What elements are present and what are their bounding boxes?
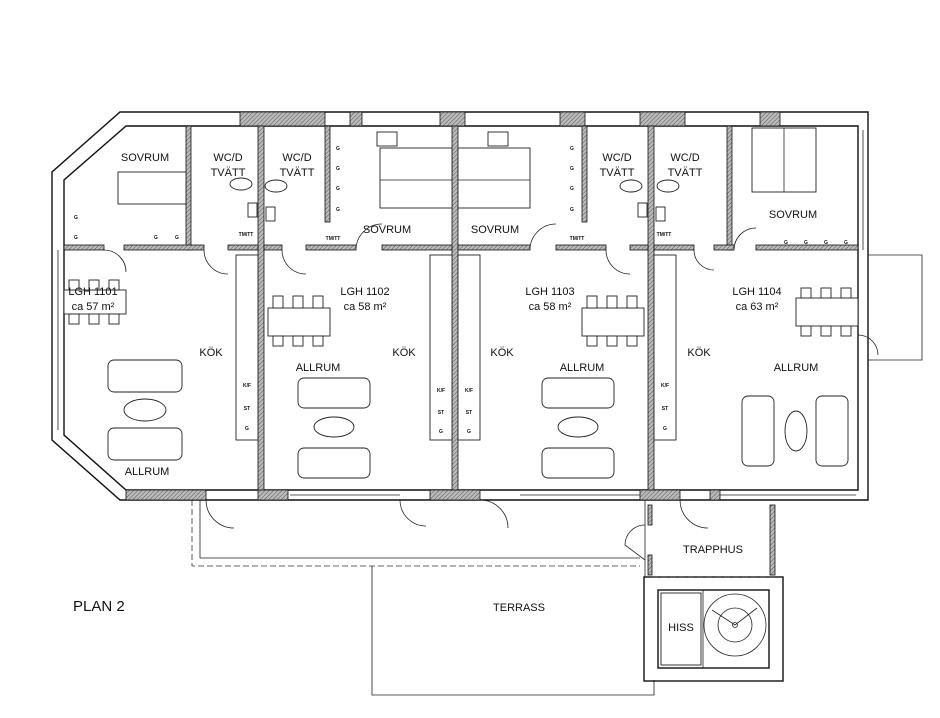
room-label-terrass: TERRASS (493, 602, 545, 614)
room-label-tvatt: TVÄTT (600, 167, 635, 179)
room-labels: SOVRUM WC/D TVÄTT WC/D TVÄTT SOVRUM SOVR… (68, 152, 818, 634)
room-label-kok: KÖK (392, 347, 416, 359)
room-label-wc: WC/D (213, 152, 242, 164)
appliance-g: G (175, 235, 179, 241)
appliance-g: G (336, 146, 340, 152)
appliance-st: ST (466, 410, 472, 416)
appliance-g: G (467, 429, 471, 435)
room-label-kok: KÖK (490, 347, 514, 359)
apartment-name: LGH 1101 (68, 286, 117, 298)
room-label-kok: KÖK (199, 347, 223, 359)
room-label-sovrum: SOVRUM (363, 224, 411, 236)
apartment-area: ca 58 m² (529, 301, 572, 313)
appliance-g: G (570, 207, 574, 213)
appliance-g: G (784, 240, 788, 246)
terrace-outline (191, 500, 655, 696)
appliance-g: G (336, 207, 340, 213)
room-label-allrum: ALLRUM (774, 362, 819, 374)
appliance-g: G (570, 186, 574, 192)
appliance-tmtt: TM/TT (657, 232, 672, 238)
room-label-kok: KÖK (687, 347, 711, 359)
room-label-allrum: ALLRUM (125, 466, 170, 478)
apartment-name: LGH 1102 (340, 286, 389, 298)
room-label-sovrum: SOVRUM (121, 152, 169, 164)
appliance-g: G (663, 426, 667, 432)
room-label-sovrum: SOVRUM (471, 224, 519, 236)
appliance-kf: K/F (437, 388, 445, 394)
appliance-g: G (824, 240, 828, 246)
room-label-wc: WC/D (670, 152, 699, 164)
apartment-area: ca 57 m² (72, 301, 115, 313)
appliance-g: G (336, 186, 340, 192)
stairwell (624, 500, 784, 682)
apartment-name: LGH 1103 (525, 286, 574, 298)
room-label-allrum: ALLRUM (560, 362, 605, 374)
apartment-area: ca 58 m² (344, 301, 387, 313)
appliance-kf: K/F (465, 388, 473, 394)
appliance-g: G (570, 146, 574, 152)
appliance-labels: G G G G G G G G G G G G G G G G TM/TT TM… (74, 146, 848, 435)
room-label-trapphus: TRAPPHUS (683, 544, 743, 556)
appliance-kf: K/F (243, 383, 251, 389)
appliance-g: G (844, 240, 848, 246)
apartment-area: ca 63 m² (736, 301, 779, 313)
appliance-g: G (154, 235, 158, 241)
appliance-g: G (74, 235, 78, 241)
room-label-tvatt: TVÄTT (668, 167, 703, 179)
appliance-tmtt: TM/TT (326, 236, 341, 242)
appliance-g: G (336, 166, 340, 172)
appliance-g: G (439, 429, 443, 435)
plan-title: PLAN 2 (73, 598, 125, 615)
room-label-allrum: ALLRUM (296, 362, 341, 374)
room-label-tvatt: TVÄTT (211, 167, 246, 179)
appliance-g: G (570, 166, 574, 172)
balcony (857, 254, 923, 361)
appliance-tmtt: TM/TT (239, 232, 254, 238)
room-label-wc: WC/D (602, 152, 631, 164)
room-label-sovrum: SOVRUM (769, 209, 817, 221)
appliance-kf: K/F (661, 383, 669, 389)
appliance-st: ST (244, 406, 250, 412)
room-label-tvatt: TVÄTT (280, 167, 315, 179)
appliance-tmtt: TM/TT (570, 236, 585, 242)
exterior-walls (51, 111, 869, 501)
appliance-g: G (245, 426, 249, 432)
appliance-g: G (804, 240, 808, 246)
room-label-wc: WC/D (282, 152, 311, 164)
apartment-name: LGH 1104 (732, 286, 781, 298)
appliance-st: ST (662, 406, 668, 412)
furniture (63, 127, 859, 479)
room-label-hiss: HISS (668, 622, 694, 634)
appliance-g: G (74, 215, 78, 221)
appliance-st: ST (438, 410, 444, 416)
